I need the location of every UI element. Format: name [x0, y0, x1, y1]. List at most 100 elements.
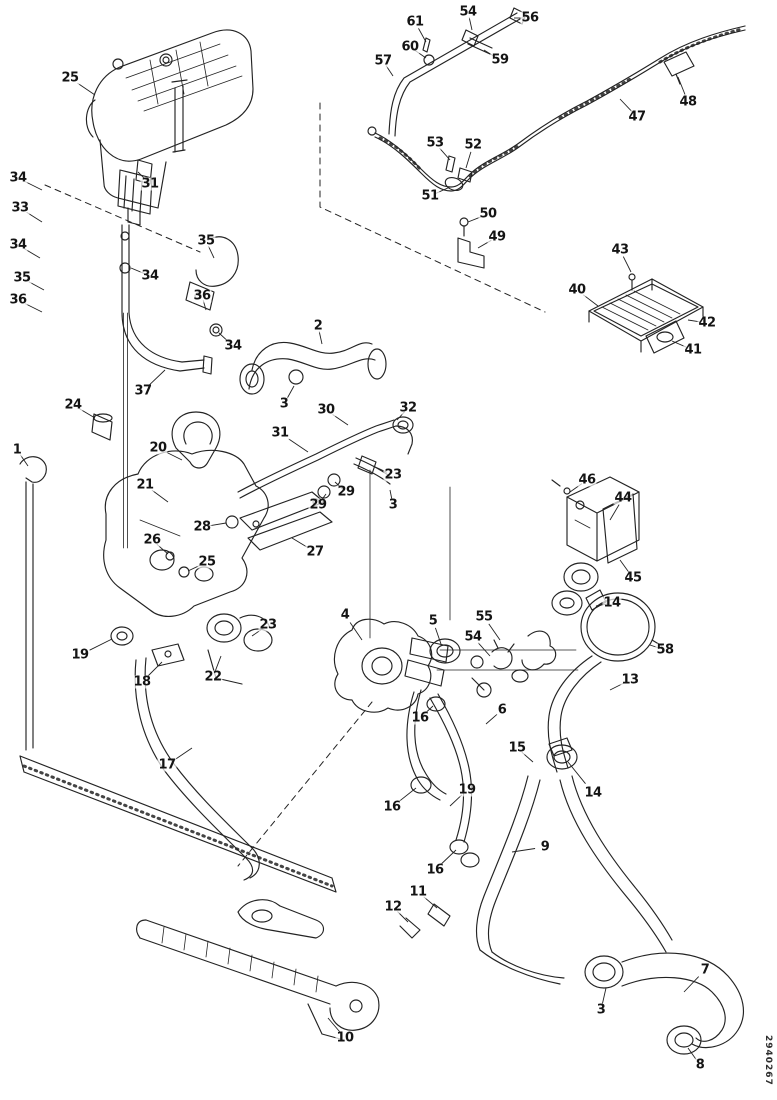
unit-44 [551, 476, 640, 616]
callout-6: 6 [496, 702, 508, 718]
leader-line-14 [567, 761, 586, 784]
leader-line-21 [151, 489, 169, 503]
hose-9 [475, 775, 624, 989]
leader-line-54 [477, 642, 491, 657]
leader-line-19 [89, 638, 113, 651]
callout-40: 40 [567, 282, 587, 298]
callout-55: 55 [474, 609, 494, 625]
callout-8: 8 [694, 1057, 706, 1073]
callout-58: 58 [655, 642, 675, 658]
callout-25: 25 [60, 70, 80, 86]
callout-43: 43 [610, 242, 630, 258]
leader-line-17 [174, 747, 193, 761]
leader-line-37 [149, 369, 166, 386]
callout-14: 14 [602, 595, 622, 611]
leader-line-16 [440, 849, 457, 865]
leader-line-11 [423, 896, 438, 909]
callout-23: 23 [258, 617, 278, 633]
leader-line-1 [19, 454, 29, 467]
callout-17: 17 [157, 757, 177, 773]
leader-line-5 [434, 627, 442, 645]
callout-3: 3 [387, 497, 399, 513]
hose-7-8 [621, 952, 745, 1055]
leader-line-27 [291, 537, 309, 549]
callout-36: 36 [192, 288, 212, 304]
leader-line-31 [288, 438, 309, 453]
leader-line-4 [349, 622, 363, 641]
drawing-code-text: 2940267 [763, 1035, 773, 1086]
callout-28: 28 [192, 519, 212, 535]
callout-29: 29 [308, 497, 328, 513]
hose-13 [546, 655, 673, 953]
callout-54: 54 [458, 4, 478, 20]
leader-line-48 [677, 76, 686, 95]
leader-line-53 [439, 147, 451, 161]
leader-line-28 [209, 522, 227, 527]
callout-3: 3 [595, 1002, 607, 1018]
leader-line-54 [468, 17, 473, 31]
leader-line-3 [286, 385, 295, 399]
leader-line-16 [398, 787, 417, 802]
callout-35: 35 [196, 233, 216, 249]
callout-7: 7 [699, 962, 711, 978]
callout-60: 60 [400, 39, 420, 55]
harness-47 [367, 25, 746, 192]
callout-46: 46 [577, 472, 597, 488]
callout-29: 29 [336, 484, 356, 500]
callout-3: 3 [278, 396, 290, 412]
callout-15: 15 [507, 740, 527, 756]
callout-25: 25 [197, 554, 217, 570]
leader-line-35 [207, 245, 215, 259]
callout-18: 18 [132, 674, 152, 690]
leader-line-44 [609, 504, 620, 521]
callout-57: 57 [373, 53, 393, 69]
callout-4: 4 [339, 607, 351, 623]
callout-42: 42 [697, 315, 717, 331]
callout-2: 2 [312, 318, 324, 334]
leader-line-55 [488, 623, 501, 641]
leader-line-7 [683, 976, 700, 993]
callout-34: 34 [8, 237, 28, 253]
callout-13: 13 [620, 672, 640, 688]
pipe-29-32 [237, 416, 414, 499]
callout-61: 61 [405, 14, 425, 30]
leader-line-61 [417, 27, 427, 43]
dashed-assembly-lines [44, 102, 546, 867]
callout-30: 30 [316, 402, 336, 418]
callout-41: 41 [683, 342, 703, 358]
leader-line-40 [583, 294, 599, 307]
callout-1: 1 [11, 442, 23, 458]
callout-36: 36 [8, 292, 28, 308]
callout-5: 5 [427, 613, 439, 629]
callout-22: 22 [203, 669, 223, 685]
leader-line-45 [619, 559, 630, 573]
callout-16: 16 [425, 862, 445, 878]
callout-59: 59 [490, 52, 510, 68]
callout-49: 49 [487, 229, 507, 245]
callout-44: 44 [613, 490, 633, 506]
callout-10: 10 [335, 1030, 355, 1046]
leader-line-34 [24, 181, 43, 191]
callout-53: 53 [425, 135, 445, 151]
callout-14: 14 [583, 785, 603, 801]
leader-line-47 [619, 98, 633, 112]
callout-54: 54 [463, 629, 483, 645]
callout-34: 34 [140, 268, 160, 284]
callout-11: 11 [408, 884, 428, 900]
hose-2 [239, 341, 387, 395]
callout-34: 34 [8, 170, 28, 186]
callout-34: 34 [223, 338, 243, 354]
reservoir-tank [85, 29, 254, 226]
callout-32: 32 [398, 400, 418, 416]
pump-4 [333, 469, 579, 713]
callout-19: 19 [457, 782, 477, 798]
leader-line-10 [327, 1017, 341, 1033]
leader-line-36 [24, 303, 43, 313]
leader-line-19 [449, 794, 463, 807]
callout-19: 19 [70, 647, 90, 663]
callout-16: 16 [410, 710, 430, 726]
leader-line-8 [687, 1047, 697, 1061]
